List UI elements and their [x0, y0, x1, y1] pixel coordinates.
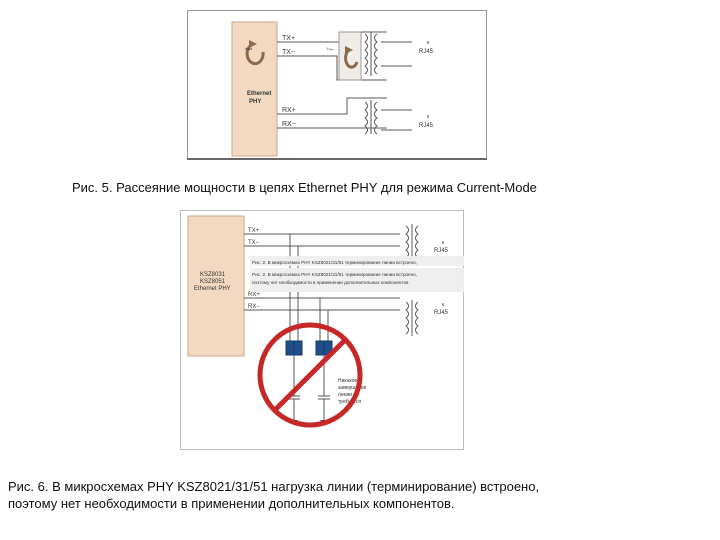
prohibition-icon — [257, 322, 363, 428]
rj45-top-k: к — [427, 40, 430, 46]
circle-label: ivdd — [245, 46, 252, 51]
rx-minus-label-6: RX− — [248, 304, 260, 310]
phy-label-1: Ethernet — [247, 91, 271, 97]
chip-line-1: KSZ8031 — [200, 272, 226, 278]
figure-6-diagram: KSZ8031 KSZ8051 Ethernet PHY TX+ TX− RX+… — [180, 210, 464, 450]
overlay-line-1: Рис. 2. В микросхемах PHY KSZ8021/31/51 … — [252, 260, 417, 265]
rj45-bottom-k: к — [427, 114, 430, 120]
rj45-bottom-k-6: к — [442, 302, 445, 308]
chip-line-3: Ethernet PHY — [194, 286, 231, 292]
ksz-chip — [187, 215, 245, 357]
current-label: Iₙₒₘ — [327, 46, 334, 51]
rj45-top-6: RJ45 — [434, 248, 449, 254]
phy-label-2: PHY — [249, 99, 261, 105]
no-need-2: завершение — [338, 385, 367, 391]
no-need-3: линии не — [338, 392, 359, 398]
rx-plus-label: RX+ — [282, 107, 296, 114]
figure-6-caption-line-1: Рис. 6. В микросхемах PHY KSZ8021/31/51 … — [8, 479, 540, 494]
tx-minus-label: TX− — [282, 49, 295, 56]
figure-5-diagram: Ethernet PHY ivdd TX+ TX− RX+ RX− Iₙₒₘ к… — [187, 10, 487, 160]
tx-plus-label: TX+ — [282, 35, 295, 42]
tx-minus-label-6: TX− — [248, 240, 260, 246]
current-loop-icon — [245, 40, 265, 66]
rx-minus-label: RX− — [282, 121, 296, 128]
figure-6-caption-line-2: поэтому нет необходимости в применении д… — [8, 496, 455, 511]
phy-block — [231, 21, 278, 157]
chip-line-2: KSZ8051 — [200, 279, 226, 285]
tx-plus-label-6: TX+ — [248, 228, 260, 234]
rj45-bottom: RJ45 — [419, 123, 434, 129]
rx-plus-label-6: RX+ — [248, 292, 260, 298]
rj45-top-k-6: к — [442, 240, 445, 246]
fig6-transformers — [405, 224, 419, 336]
tx-transformer — [317, 31, 412, 81]
overlay-line-3: поэтому нет необходимости в применении д… — [252, 280, 409, 285]
overlay-line-2: Рис. 2. В микросхемах PHY KSZ8021/31/51 … — [252, 272, 417, 277]
rx-transformer — [317, 97, 412, 135]
no-need-1: Никакое — [338, 378, 358, 384]
rj45-bottom-6: RJ45 — [434, 310, 449, 316]
figure-5-caption: Рис. 5. Рассеяние мощности в цепях Ether… — [72, 180, 537, 195]
rj45-top: RJ45 — [419, 49, 434, 55]
